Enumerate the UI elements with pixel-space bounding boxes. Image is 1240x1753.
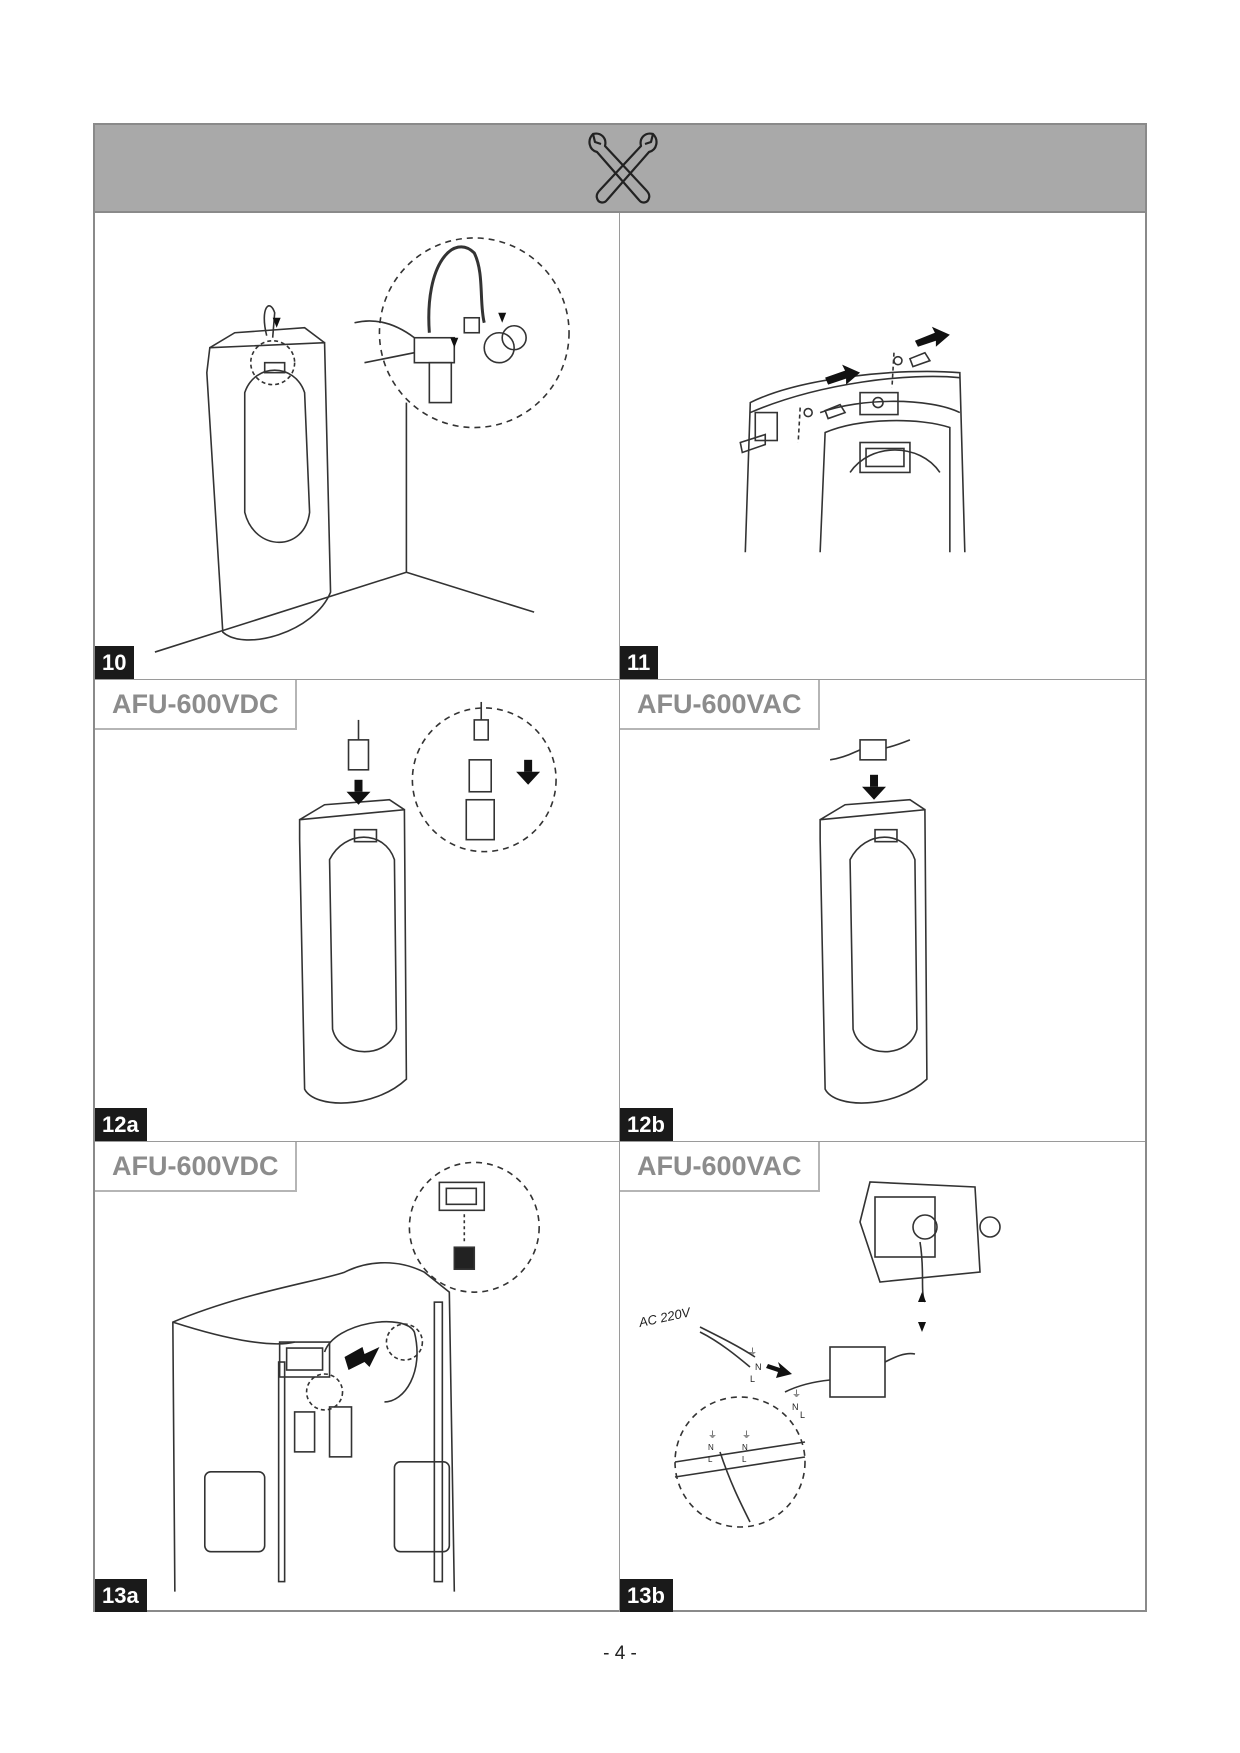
ac-wiring-illustration: AC 220V ⏚ N L ⏚ N L ⏚ ⏚ N N L L [637,1181,1001,1528]
live-label: L [750,1374,755,1384]
step-12a-panel: AFU-600VDC 12a [95,680,620,1142]
model-label: AFU-600VDC [95,680,297,730]
live-label: L [800,1410,805,1420]
ground-symbol: ⏚ [708,1430,717,1440]
step-11-panel: 11 [620,213,1145,680]
page-number: - 4 - [603,1643,637,1664]
step-13b-panel: AC 220V ⏚ N L ⏚ N L ⏚ ⏚ N N L L AFU-600V… [620,1142,1145,1612]
model-label: AFU-600VDC [95,1142,297,1192]
step-number-badge: 10 [95,646,135,679]
urinal-wall-fixing-illustration [739,326,966,553]
step-number-badge: 12a [95,1108,147,1141]
live-label: L [742,1455,747,1464]
model-label: AFU-600VAC [620,680,820,730]
instruction-frame: 10 [93,123,1147,1612]
header-bar [95,125,1145,213]
step-number-badge: 12b [620,1108,673,1141]
step-number-badge: 13a [95,1579,147,1612]
crossed-wrenches-icon [588,132,658,204]
neutral-label: N [742,1443,748,1452]
ground-symbol: ⏚ [792,1389,801,1399]
live-label: L [708,1455,713,1464]
power-supply-label: AC 220V [637,1304,693,1330]
ground-symbol: ⏚ [748,1347,757,1357]
step-number-badge: 13b [620,1579,673,1612]
step-10-panel: 10 [95,213,620,680]
step-12b-panel: AFU-600VAC 12b [620,680,1145,1142]
battery-box-insertion-illustration [298,701,557,1104]
step-13a-panel: AFU-600VDC 13a [95,1142,620,1612]
ground-symbol: ⏚ [742,1430,751,1440]
neutral-label: N [708,1443,714,1452]
battery-connection-illustration [172,1161,540,1592]
transformer-insertion-illustration [819,739,928,1104]
step-number-badge: 11 [620,646,659,679]
model-label: AFU-600VAC [620,1142,820,1192]
neutral-label: N [792,1402,799,1412]
urinal-water-connection-illustration [154,237,570,653]
neutral-label: N [755,1362,762,1372]
